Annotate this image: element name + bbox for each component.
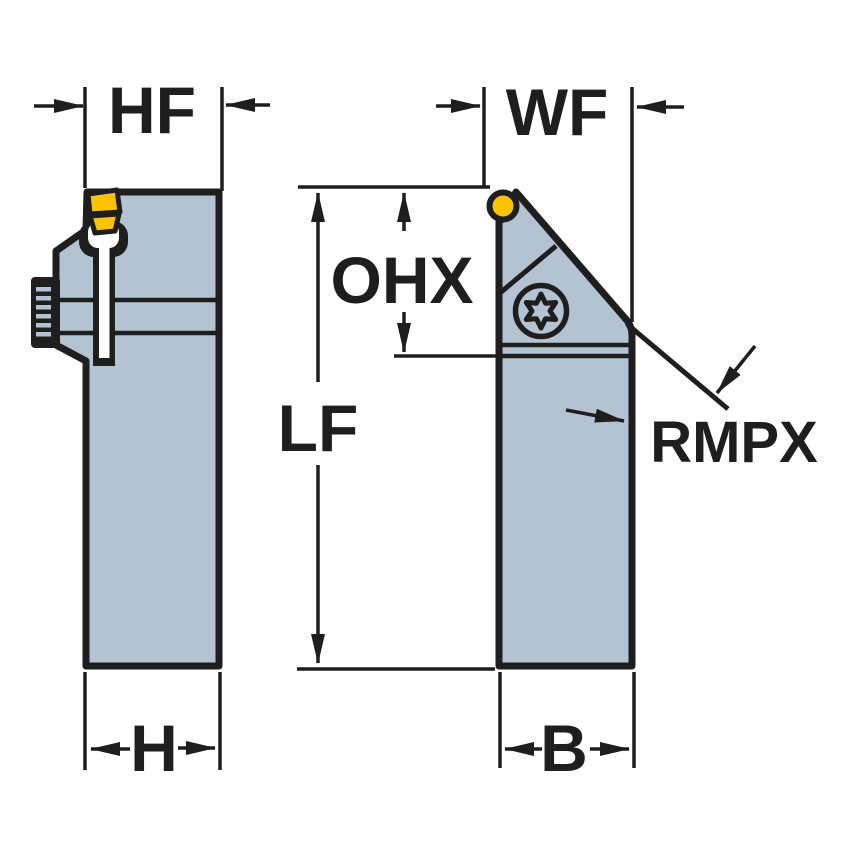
ramp-angle-extension-line bbox=[625, 322, 730, 411]
ohx-label: OHX bbox=[330, 243, 473, 317]
rmpx-arrow-diagonal bbox=[715, 344, 757, 395]
dimension-wf: WF bbox=[436, 75, 684, 322]
dimension-h: H bbox=[83, 672, 222, 785]
side-view-body bbox=[52, 188, 223, 670]
clamp-boundary-line bbox=[498, 244, 558, 295]
torx-screw-ring bbox=[512, 282, 570, 340]
rmpx-label: RMPX bbox=[650, 410, 818, 475]
front-view-toolholder bbox=[486, 188, 730, 670]
hf-label: HF bbox=[108, 73, 196, 147]
side-view-toolholder bbox=[31, 187, 223, 670]
lf-label: LF bbox=[278, 391, 359, 465]
dimension-lf: LF bbox=[278, 185, 495, 671]
dimension-b: B bbox=[498, 672, 636, 785]
clamp-slot-channel bbox=[99, 240, 110, 358]
insert-side-bottom-segment bbox=[87, 211, 122, 236]
h-label: H bbox=[130, 711, 178, 785]
annotation-rmpx: RMPX bbox=[565, 344, 818, 475]
b-label: B bbox=[540, 711, 588, 785]
insert-side-top-segment bbox=[85, 187, 123, 217]
knurled-knob bbox=[31, 277, 60, 348]
torx-screw-star-icon bbox=[523, 291, 559, 331]
dimension-hf: HF bbox=[34, 73, 270, 191]
wf-label: WF bbox=[506, 75, 609, 149]
dimension-ohx: OHX bbox=[330, 192, 497, 358]
front-view-body bbox=[495, 188, 636, 670]
knurl-ridges bbox=[36, 287, 51, 337]
insert-front-round bbox=[486, 189, 520, 223]
rmpx-arrow-horizontal bbox=[565, 408, 625, 423]
